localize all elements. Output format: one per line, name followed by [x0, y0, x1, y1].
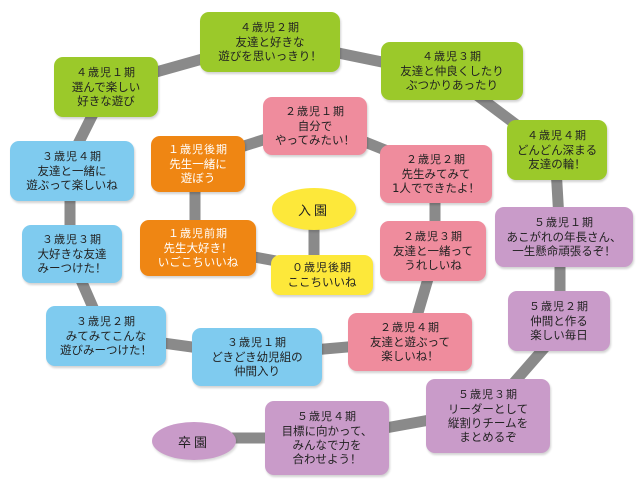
finish-oval: 卒園 [152, 422, 236, 460]
stage-age5-period2: ５歳児２期 仲間と作る 楽しい毎日 [508, 291, 610, 351]
stage-age0-late: ０歳児後期 ここちいいね [271, 255, 373, 295]
stage-age2-period4: ２歳児４期 友達と遊ぶって 楽しいね！ [348, 313, 472, 371]
stage-age4-period3: ４歳児３期 友達と仲良くしたり ぶつかりあったり [381, 42, 523, 100]
stage-title: ３歳児３期 [42, 233, 102, 246]
stage-title: ４歳児１期 [76, 66, 136, 79]
stage-title: ２歳児２期 [406, 153, 466, 166]
stage-description: どんどん深まる 友達の輪！ [516, 143, 598, 171]
stage-description: 目標に向かって、 みんなで力を 合わせよう！ [281, 424, 373, 466]
stage-description: 選んで楽しい 好きな遊び [71, 80, 141, 108]
stage-title: ４歳児２期 [240, 21, 300, 34]
stage-description: 先生大好き！ いごこちいいね [157, 241, 239, 269]
finish-label: 卒園 [177, 435, 210, 451]
stage-title: ３歳児２期 [76, 315, 136, 328]
stage-title: ５歳児４期 [297, 410, 357, 423]
stage-age5-period3: ５歳児３期 リーダーとして 縦割りチームを まとめるぞ [426, 379, 550, 453]
stage-title: ５歳児２期 [529, 300, 589, 313]
stage-description: 友達と一緒に 遊ぶって楽しいね [26, 164, 118, 192]
stage-age1-early: １歳児前期 先生大好き！ いごこちいいね [140, 220, 256, 276]
stage-title: ４歳児４期 [527, 129, 587, 142]
stage-description: 友達と仲良くしたり ぶつかりあったり [400, 64, 504, 92]
stage-description: リーダーとして 縦割りチームを まとめるぞ [447, 402, 529, 444]
stage-age3-period3: ３歳児３期 大好きな友達 みーつけた！ [22, 225, 122, 283]
stage-age4-period1: ４歳児１期 選んで楽しい 好きな遊び [54, 57, 158, 117]
stage-age1-late: １歳児後期 先生一緒に 遊ぼう [151, 136, 245, 192]
stage-description: 大好きな友達 みーつけた！ [37, 247, 107, 275]
stage-age2-period1: ２歳児１期 自分で やってみたい！ [263, 97, 367, 155]
stage-age5-period4: ５歳児４期 目標に向かって、 みんなで力を 合わせよう！ [265, 401, 389, 475]
stage-age3-period1: ３歳児１期 どきどき幼児組の 仲間入り [192, 328, 322, 386]
stage-age3-period4: ３歳児４期 友達と一緒に 遊ぶって楽しいね [10, 141, 134, 201]
stage-age4-period4: ４歳児４期 どんどん深まる 友達の輪！ [507, 120, 607, 180]
stage-description: ここちいいね [287, 275, 357, 289]
stage-description: 友達と遊ぶって 楽しいね！ [370, 335, 450, 363]
start-label: 入園 [297, 203, 330, 219]
stage-description: 友達と一緒って うれしいね [393, 244, 473, 272]
stage-description: 友達と好きな 遊びを思いっきり！ [218, 35, 322, 63]
stage-description: みてみてこんな 遊びみーつけた！ [60, 329, 152, 357]
stage-title: ２歳児３期 [403, 230, 463, 243]
stage-age5-period1: ５歳児１期 あこがれの年長さん、 一生懸命頑張るぞ！ [495, 207, 633, 267]
stage-age2-period3: ２歳児３期 友達と一緒って うれしいね [380, 221, 486, 281]
stage-title: ５歳児１期 [534, 216, 594, 229]
stage-description: あこがれの年長さん、 一生懸命頑張るぞ！ [506, 230, 622, 258]
start-oval: 入園 [272, 188, 356, 230]
stage-age4-period2: ４歳児２期 友達と好きな 遊びを思いっきり！ [200, 12, 340, 72]
stage-description: どきどき幼児組の 仲間入り [211, 350, 303, 378]
stage-title: ０歳児後期 [292, 261, 352, 274]
stage-description: 自分で やってみたい！ [275, 119, 355, 147]
stage-title: ５歳児３期 [458, 388, 518, 401]
stage-title: １歳児後期 [168, 143, 228, 156]
stage-title: １歳児前期 [168, 227, 228, 240]
stage-title: ２歳児１期 [285, 105, 345, 118]
stage-title: ３歳児４期 [42, 150, 102, 163]
stage-title: ３歳児１期 [227, 336, 287, 349]
stage-title: ２歳児４期 [380, 321, 440, 334]
stage-description: 先生みてみて 1人でできたよ！ [392, 167, 480, 195]
stage-age3-period2: ３歳児２期 みてみてこんな 遊びみーつけた！ [46, 306, 166, 366]
stage-age2-period2: ２歳児２期 先生みてみて 1人でできたよ！ [380, 145, 492, 203]
stage-description: 先生一緒に 遊ぼう [169, 157, 227, 185]
stage-description: 仲間と作る 楽しい毎日 [530, 314, 588, 342]
stage-title: ４歳児３期 [422, 50, 482, 63]
